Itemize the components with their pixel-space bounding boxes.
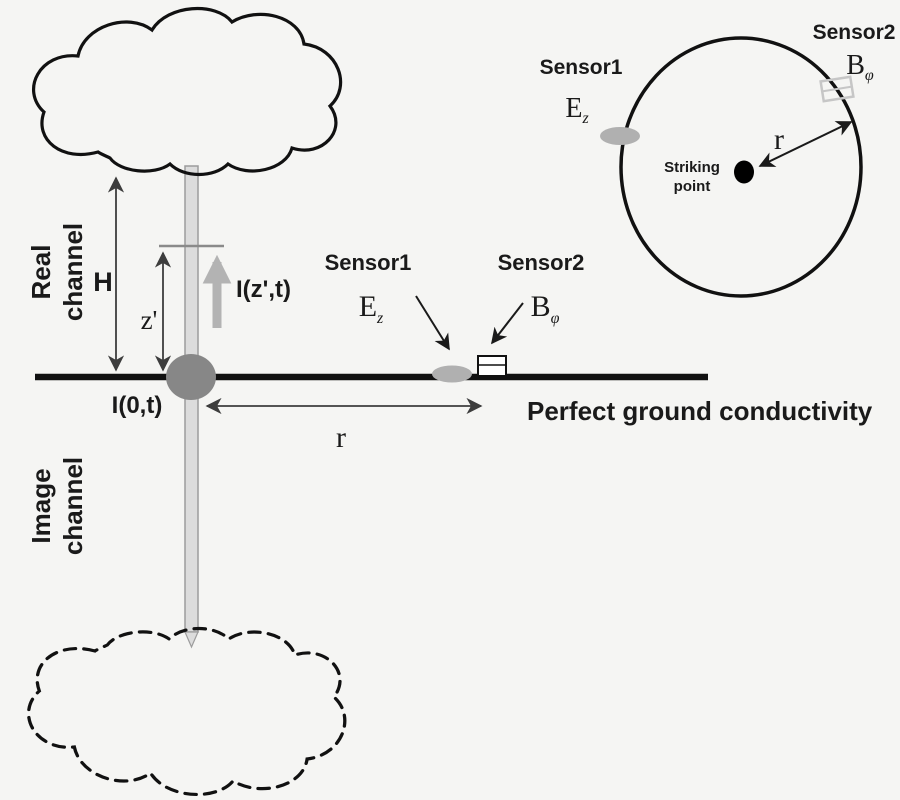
sensor2-symbol-label: Bφ xyxy=(531,290,560,327)
top-sensor2-symbol-main: B xyxy=(846,50,865,81)
sensor1-pointer-arrow xyxy=(415,295,450,351)
radius-label: r xyxy=(336,421,346,454)
top-sensor1-ellipse xyxy=(600,127,640,145)
top-sensor2-box-midline xyxy=(822,85,852,93)
image-channel-label-line1: Image xyxy=(26,468,56,543)
side-view: H z' I(z',t) I(0,t) r Sensor1 Ez Sensor2… xyxy=(26,6,873,797)
top-sensor2-name-label: Sensor2 xyxy=(813,21,896,44)
current-at-z-label: I(z',t) xyxy=(236,276,291,303)
sensor2-name-label: Sensor2 xyxy=(498,250,585,275)
sensor1-symbol-sub: z xyxy=(376,310,384,327)
top-sensor2-symbol-sub: φ xyxy=(865,67,874,84)
cloud-outline xyxy=(32,6,343,176)
real-channel-label-line2: channel xyxy=(58,223,88,321)
top-sensor1-symbol-sub: z xyxy=(581,110,589,127)
top-radius-label: r xyxy=(774,123,784,156)
top-radius-arrow xyxy=(758,121,853,167)
observation-circle xyxy=(619,36,863,298)
sensor2-pointer-arrow xyxy=(491,302,524,345)
image-cloud-dashed-outline xyxy=(26,626,347,797)
striking-point-label-line1: Striking xyxy=(664,159,720,176)
sensor1-name-label: Sensor1 xyxy=(325,250,412,275)
top-sensor1-symbol-label: Ez xyxy=(565,93,589,127)
sensor1-symbol-label: Ez xyxy=(359,290,384,327)
top-sensor1-symbol-main: E xyxy=(565,93,582,124)
striking-point-dot xyxy=(734,160,754,184)
sensor1-symbol-main: E xyxy=(359,290,377,323)
channel-tip xyxy=(184,631,199,649)
top-sensor1-name-label: Sensor1 xyxy=(540,56,623,79)
sensor2-symbol-main: B xyxy=(531,290,551,323)
sensor2-symbol-sub: φ xyxy=(551,310,560,327)
striking-point-label-line2: point xyxy=(674,178,711,195)
real-channel-label-line1: Real xyxy=(26,245,56,300)
top-sensor2-symbol-label: Bφ xyxy=(846,50,874,84)
sensor1-ellipse xyxy=(432,365,472,383)
top-sensor2-box-group xyxy=(819,75,855,103)
ground-conductivity-label: Perfect ground conductivity xyxy=(527,396,873,426)
z-prime-label: z' xyxy=(141,305,158,335)
top-view: Sensor1 Ez Sensor2 Bφ Striking point r xyxy=(540,21,896,298)
sensor2-box xyxy=(477,355,507,377)
image-channel-label-line2: channel xyxy=(58,457,88,555)
current-at-ground-label: I(0,t) xyxy=(112,392,163,419)
channel-base-point xyxy=(166,354,216,400)
height-H-label: H xyxy=(93,267,113,297)
